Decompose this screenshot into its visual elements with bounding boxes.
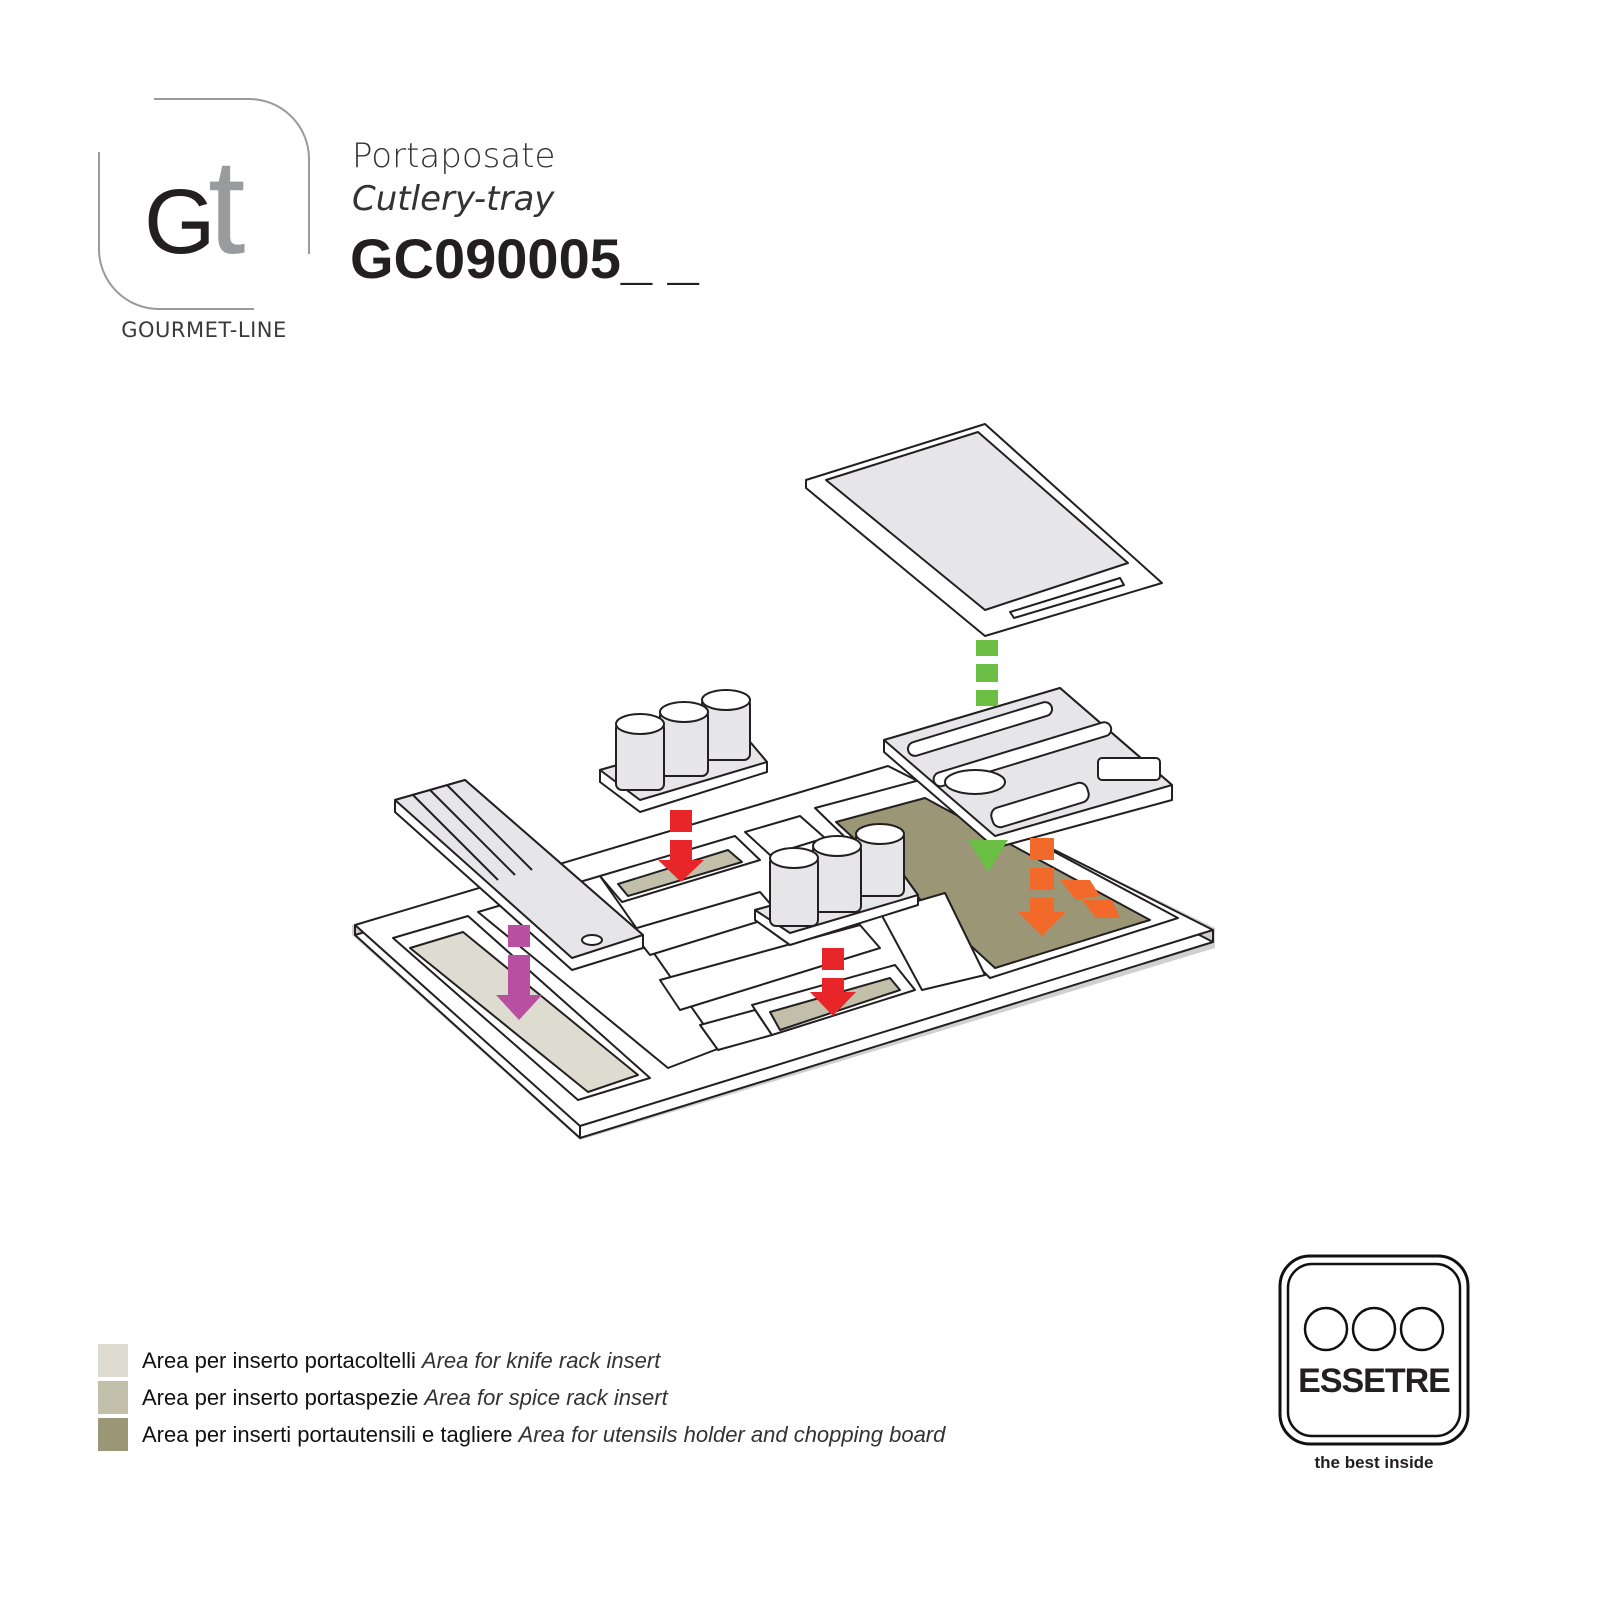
legend-item-spice-rack: Area per inserto portaspezie Area for sp… xyxy=(98,1379,945,1416)
spice-rack-lower xyxy=(754,823,919,946)
svg-text:G: G xyxy=(144,171,216,273)
arrow-spice-rack-lower xyxy=(810,948,856,1016)
utensils-holder xyxy=(883,687,1173,849)
arrow-utensils-holder xyxy=(1018,838,1120,936)
legend-label-english: Area for spice rack insert xyxy=(424,1384,668,1410)
gourmet-line-logo: G t xyxy=(98,98,310,310)
gourmet-line-label: GOURMET-LINE xyxy=(121,318,287,342)
spice-rack-upper xyxy=(599,689,768,813)
legend-label-italian: Area per inserti portautensili e taglier… xyxy=(142,1421,513,1447)
essetre-tagline: the best inside xyxy=(1314,1453,1434,1472)
arrow-chopping-board xyxy=(968,640,1008,872)
legend-swatch xyxy=(98,1381,128,1414)
cutlery-tray xyxy=(352,765,1215,1140)
arrow-spice-rack-upper xyxy=(658,810,704,882)
arrow-knife-rack xyxy=(496,925,542,1020)
knife-rack xyxy=(394,779,644,971)
svg-text:t: t xyxy=(208,131,246,282)
product-code: GC090005_ _ xyxy=(350,227,699,290)
essetre-brand-name: ESSETRE xyxy=(1298,1362,1451,1400)
essetre-logo xyxy=(1278,1254,1470,1446)
product-name-english: Cutlery-tray xyxy=(352,179,555,219)
chopping-board xyxy=(805,423,1163,637)
product-name-italian: Portaposate xyxy=(352,136,556,176)
legend-label-italian: Area per inserto portaspezie xyxy=(142,1384,419,1410)
legend-swatch xyxy=(98,1418,128,1451)
legend-item-knife-rack: Area per inserto portacoltelli Area for … xyxy=(98,1342,945,1379)
legend-label-english: Area for knife rack insert xyxy=(421,1347,661,1373)
legend: Area per inserto portacoltelli Area for … xyxy=(98,1342,945,1453)
legend-label-english: Area for utensils holder and chopping bo… xyxy=(518,1421,946,1447)
legend-swatch xyxy=(98,1344,128,1377)
legend-label-italian: Area per inserto portacoltelli xyxy=(142,1347,416,1373)
legend-item-utensils-board: Area per inserti portautensili e taglier… xyxy=(98,1416,945,1453)
